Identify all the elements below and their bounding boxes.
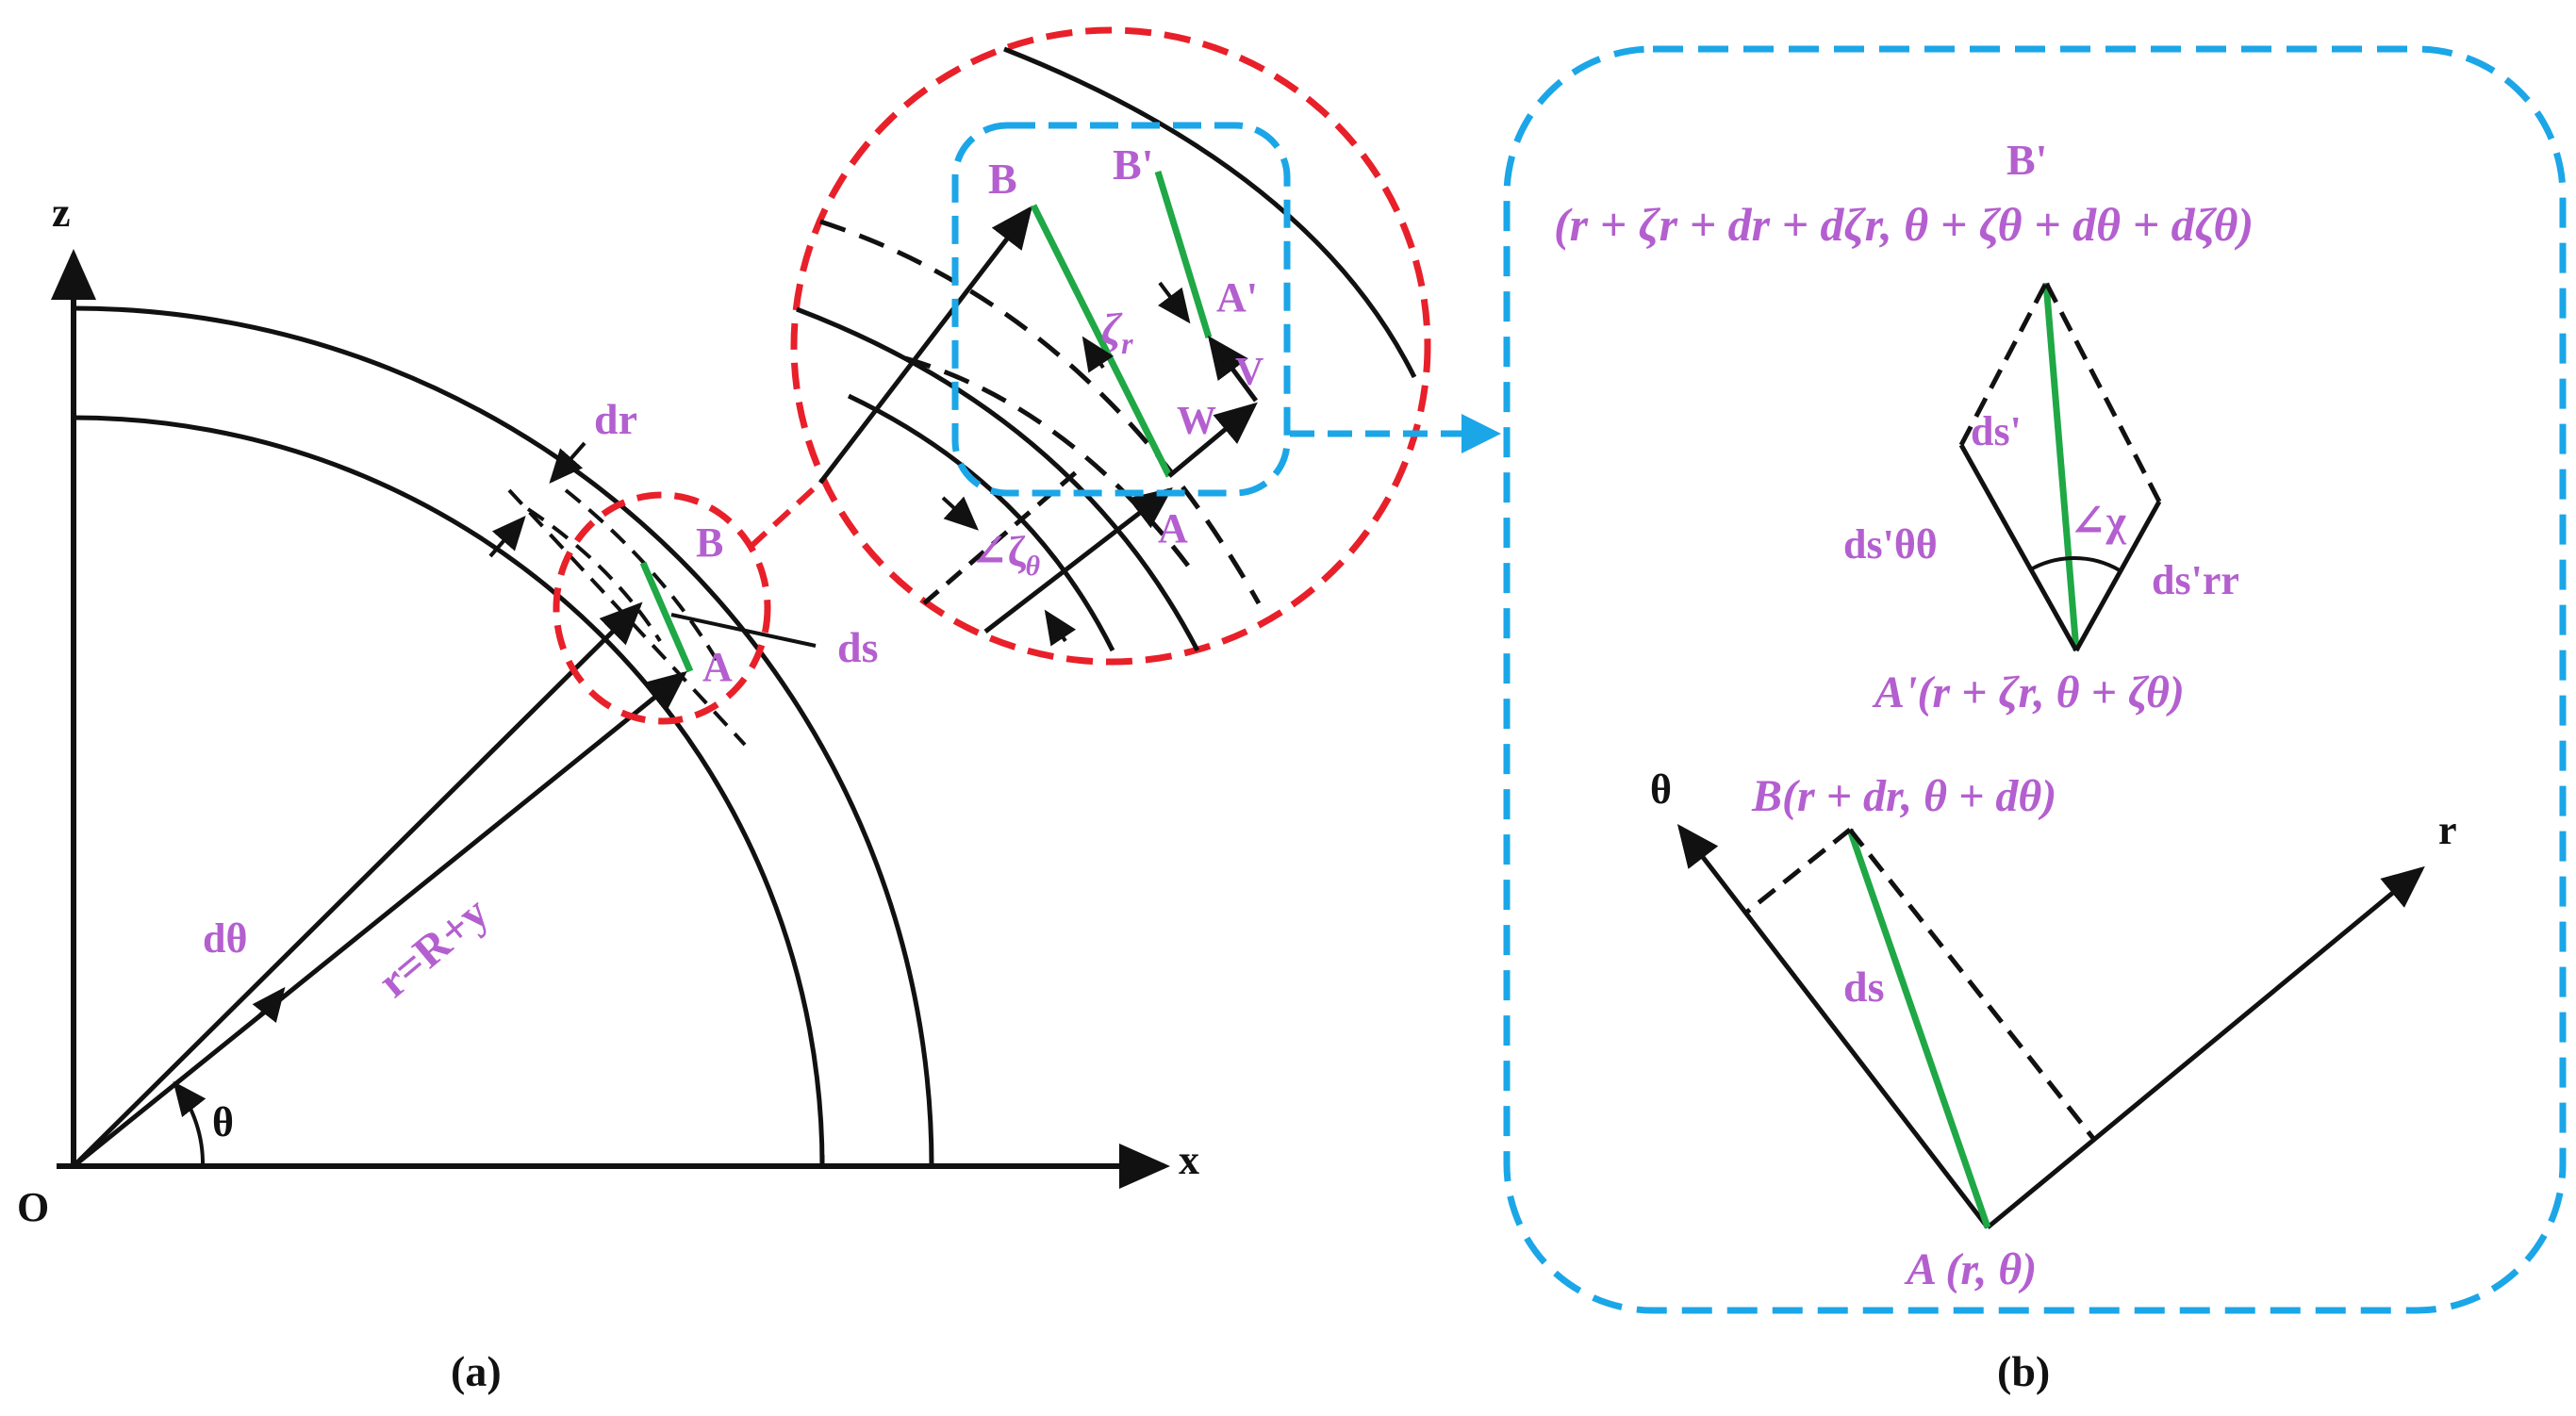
zoom-point-a-prime: A' [1216, 274, 1258, 321]
zoom-radial-a [983, 486, 1173, 634]
theta-axis-label: θ [1650, 766, 1672, 813]
zoom-zeta-theta: ∠ζθ [971, 527, 1041, 582]
vector-w [1167, 402, 1258, 478]
panel-b: B' (r + ζr + dr + dζr, θ + ζθ + dθ + dζθ… [1503, 45, 2567, 1314]
point-b-label: B [696, 519, 723, 566]
ds-element [1846, 828, 1991, 1229]
zeta-r-arrow-2 [1082, 336, 1115, 373]
zoom-arc-outer [1003, 46, 1417, 379]
dtheta-arc [252, 986, 286, 1024]
dashed-arc-1 [526, 507, 662, 643]
r-axis-line [1986, 865, 2425, 1229]
dashed-radial-1 [507, 488, 747, 747]
origin-label: O [17, 1184, 49, 1230]
ds-prime-element [2042, 282, 2080, 651]
radius-label: r=R+y [369, 887, 498, 1007]
zeta-theta-arrow-2 [1044, 609, 1077, 647]
dr-arrow-outer [549, 441, 586, 485]
ds-pointer [670, 613, 817, 648]
ds-prime-label: ds' [1971, 408, 2022, 454]
a-coords: A (r, θ) [1904, 1244, 2037, 1294]
zoom-point-b: B [988, 155, 1017, 203]
outer-arc [73, 305, 934, 1167]
b-prime-label: B' [2006, 136, 2047, 184]
element-ab [639, 561, 694, 673]
caption-a: (a) [451, 1347, 502, 1395]
b-prime-coords: (r + ζr + dr + dζr, θ + ζθ + dθ + dζθ) [1554, 198, 2254, 251]
zoom-radial-b [818, 206, 1033, 485]
zoom-circle-large [790, 26, 1431, 666]
zoom-arc-dashed-1 [819, 219, 1262, 605]
panel-a: z x O θ dθ r=R+y dr B A ds [17, 189, 1199, 1230]
b-coords: B(r + dr, θ + dθ) [1751, 771, 2056, 821]
radius-line-b [72, 601, 643, 1168]
ds-prime-dashed-right [2043, 281, 2162, 503]
zeta-theta-arrow-1 [941, 496, 979, 531]
theta-axis-line [1676, 824, 1990, 1229]
ds-prime-theta-side [1958, 443, 2079, 652]
radius-line-a [72, 670, 687, 1168]
zoom-arc-dashed-2 [904, 355, 1190, 568]
axis-z-label: z [52, 189, 71, 236]
zoom-circle-small [553, 491, 771, 725]
theta-arc [173, 1080, 206, 1167]
point-a-label: A [702, 644, 733, 690]
zeta-r-arrow [1158, 281, 1191, 324]
zoom-point-b-prime: B' [1113, 140, 1153, 189]
chi-label: ∠χ [2070, 497, 2127, 545]
axis-x-label: x [1179, 1137, 1199, 1183]
r-axis-label: r [2438, 807, 2457, 853]
zoom-connector [748, 478, 825, 550]
zoom-zeta-r: ζr [1101, 305, 1133, 360]
caption-b: (b) [1997, 1347, 2050, 1395]
zoom-radial-dashed [922, 465, 1084, 605]
chi-angle-arc [2027, 556, 2122, 572]
a-prime-coords: A'(r + ζr, θ + ζθ) [1872, 667, 2185, 717]
dtheta-label: dθ [203, 915, 247, 962]
panel-b-frame [1503, 45, 2567, 1314]
ds-dashed-r-proj [1848, 828, 2097, 1143]
zoom-arc-inner [847, 393, 1115, 652]
dr-label: dr [594, 395, 637, 443]
zoom-blue-box [951, 122, 1291, 497]
ds-prime-rr-label: ds'rr [2152, 557, 2239, 603]
theta-label: θ [212, 1099, 234, 1145]
zoom-detail: B B' A A' ζr ∠ζθ W V [790, 26, 1501, 666]
zoom-point-a: A [1158, 505, 1188, 552]
zoom-element-ab-prime [1154, 170, 1213, 339]
ds-prime-r-side [2073, 500, 2162, 652]
dr-arrow-inner [488, 515, 526, 558]
ds-label-b: ds [1843, 963, 1884, 1011]
ds-prime-tt-label: ds'θθ [1843, 521, 1938, 568]
ds-dashed-theta-proj [1744, 828, 1852, 914]
zoom-w-label: W [1177, 400, 1216, 443]
zoom-arc-mid [796, 306, 1200, 652]
vector-v [1208, 335, 1259, 403]
zoom-v-label: V [1235, 351, 1263, 394]
ds-label: ds [837, 623, 878, 671]
